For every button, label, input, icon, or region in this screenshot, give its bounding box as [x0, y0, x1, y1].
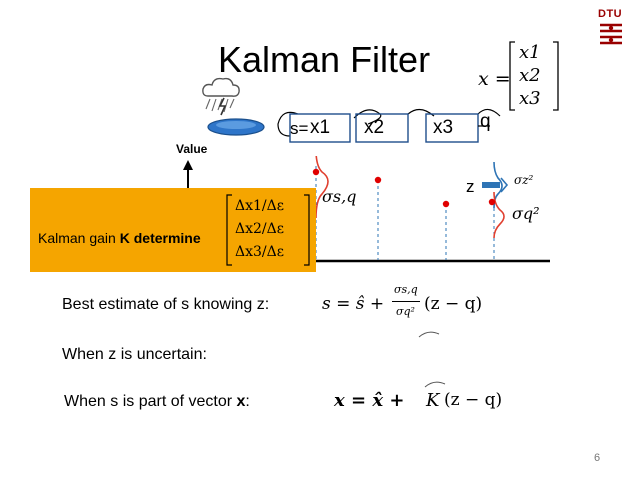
best-estimate-fraction-bar: [392, 301, 420, 302]
page-number: 6: [594, 452, 601, 464]
dtu-logo-text: DTU: [598, 8, 623, 20]
kalman-gain-determine: determine: [133, 230, 201, 246]
box-3-label: x3: [433, 117, 454, 138]
vector-label: When s is part of vector x:: [64, 392, 250, 412]
value-axis-label: Value: [176, 142, 208, 156]
vector-formula-k: K: [426, 390, 440, 411]
box-2-label: x2: [364, 117, 385, 138]
vector-formula-swoosh: [424, 381, 446, 388]
gain-matrix-row-1: Δx1/Δε: [235, 198, 284, 214]
sigma-z2-label: σz²: [514, 173, 534, 187]
sigma-q2-label: σq²: [512, 204, 540, 223]
best-estimate-swoosh: [418, 331, 440, 338]
best-estimate-lhs: s = ŝ +: [322, 294, 385, 314]
best-estimate-label: Best estimate of s knowing z:: [62, 296, 270, 313]
kalman-gain-text: Kalman gain K determine: [38, 229, 201, 247]
box-1-label: x1: [310, 117, 331, 138]
uncertain-label: When z is uncertain:: [62, 346, 207, 363]
storm-cloud-icon: [202, 77, 240, 116]
dtu-logo-mark-icon: [600, 23, 622, 45]
kalman-gain-box: [30, 188, 316, 272]
dtu-logo: DTU: [596, 8, 626, 48]
process-chain: [277, 108, 501, 143]
vector-formula-rhs: (z − q): [444, 390, 503, 410]
page-title: Kalman Filter: [218, 39, 431, 80]
z-label: z: [466, 177, 475, 196]
vector-label-prefix: When s is part of vector: [64, 393, 237, 410]
sensor-disc-icon: [207, 118, 265, 136]
state-vector-row-2: x2: [519, 65, 541, 86]
sigma-sq-label: σs,q: [322, 187, 357, 206]
kalman-gain-matrix: Δx1/Δε Δx2/Δε Δx3/Δε: [226, 193, 310, 267]
gain-matrix-row-2: Δx2/Δε: [235, 221, 284, 237]
vector-label-bold: x: [236, 393, 246, 410]
gain-matrix-row-3: Δx3/Δε: [235, 244, 284, 260]
state-vector-lhs: x =: [478, 68, 511, 90]
best-estimate-denominator: σq²: [396, 305, 415, 318]
vector-label-suffix: :: [245, 393, 250, 410]
best-estimate-rhs: (z − q): [424, 294, 483, 314]
state-vector-row-1: x1: [519, 42, 541, 63]
kalman-gain-k: K: [119, 230, 130, 246]
box-1-prefix: s=: [290, 119, 309, 138]
q-label: q: [480, 111, 491, 132]
state-vector-row-3: x3: [519, 88, 541, 109]
vector-formula-lhs: x = x̂ +: [334, 390, 405, 411]
best-estimate-numerator: σs,q: [394, 283, 418, 296]
kalman-gain-prefix: Kalman gain: [38, 230, 120, 246]
state-vector-brackets: [509, 41, 559, 111]
